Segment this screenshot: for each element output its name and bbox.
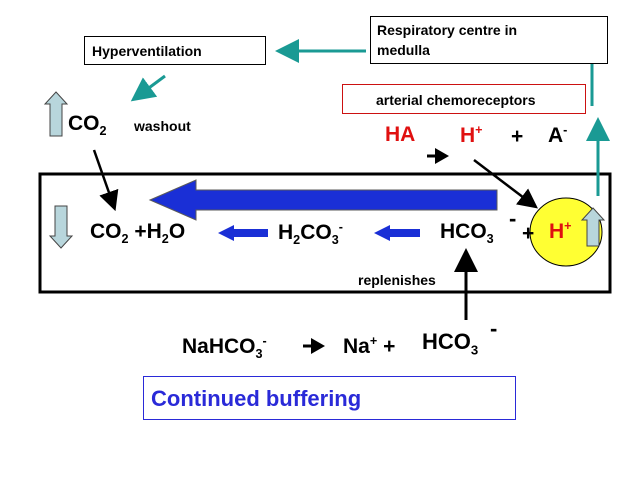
respiratory-centre-line1: Respiratory centre in (377, 22, 518, 38)
hco3-reaction: HCO3 (440, 220, 494, 247)
up-arrow-h-icon (580, 207, 606, 247)
co2-top: CO2 (68, 112, 107, 139)
replenishes-label: replenishes (358, 272, 436, 288)
hyperventilation-box: Hyperventilation (84, 36, 266, 65)
teal-arrow-to-washout (130, 74, 166, 102)
hco3-bottom-minus: - (490, 316, 498, 341)
washout-label: washout (134, 118, 191, 134)
h-plus-reaction: H+ (549, 219, 572, 243)
respiratory-centre-box: Respiratory centre in medulla (370, 16, 608, 64)
h-plus-top: H+ (460, 123, 483, 147)
chemoreceptors-box: arterial chemoreceptors (342, 84, 586, 114)
blue-arrow-mid (374, 225, 420, 241)
continued-buffering-box: Continued buffering (143, 376, 516, 420)
nahco3: NaHCO3- (182, 334, 267, 362)
na-plus: Na+ + (343, 334, 396, 358)
chemoreceptors-label: arterial chemoreceptors (376, 92, 536, 108)
co2-h2o: CO2 +H2O (90, 220, 186, 247)
black-arrow-h-to-hplus (473, 159, 538, 209)
blue-arrow-left (218, 225, 268, 241)
continued-buffering-label: Continued buffering (151, 386, 362, 411)
respiratory-centre-line2: medulla (377, 42, 430, 58)
h-plus-circle (529, 197, 603, 267)
black-arrow-co2-down (92, 149, 119, 212)
hco3-minus: - (509, 206, 517, 231)
equilibrium-box (38, 172, 612, 294)
a-minus-top: A- (548, 123, 568, 147)
ha-equation: HA (385, 123, 416, 146)
arrowhead-right-icon-top (435, 148, 449, 164)
up-arrow-co2-icon (43, 91, 69, 137)
hyperventilation-label: Hyperventilation (92, 43, 202, 59)
h2co3: H2CO3- (278, 220, 343, 248)
big-blue-arrow (148, 179, 498, 221)
arrowhead-right-icon (311, 338, 325, 354)
hco3-bottom: HCO3 (422, 329, 479, 358)
down-arrow-co2-icon (48, 205, 74, 249)
plus-reaction: + (522, 222, 535, 245)
plus-top: + (511, 125, 524, 148)
